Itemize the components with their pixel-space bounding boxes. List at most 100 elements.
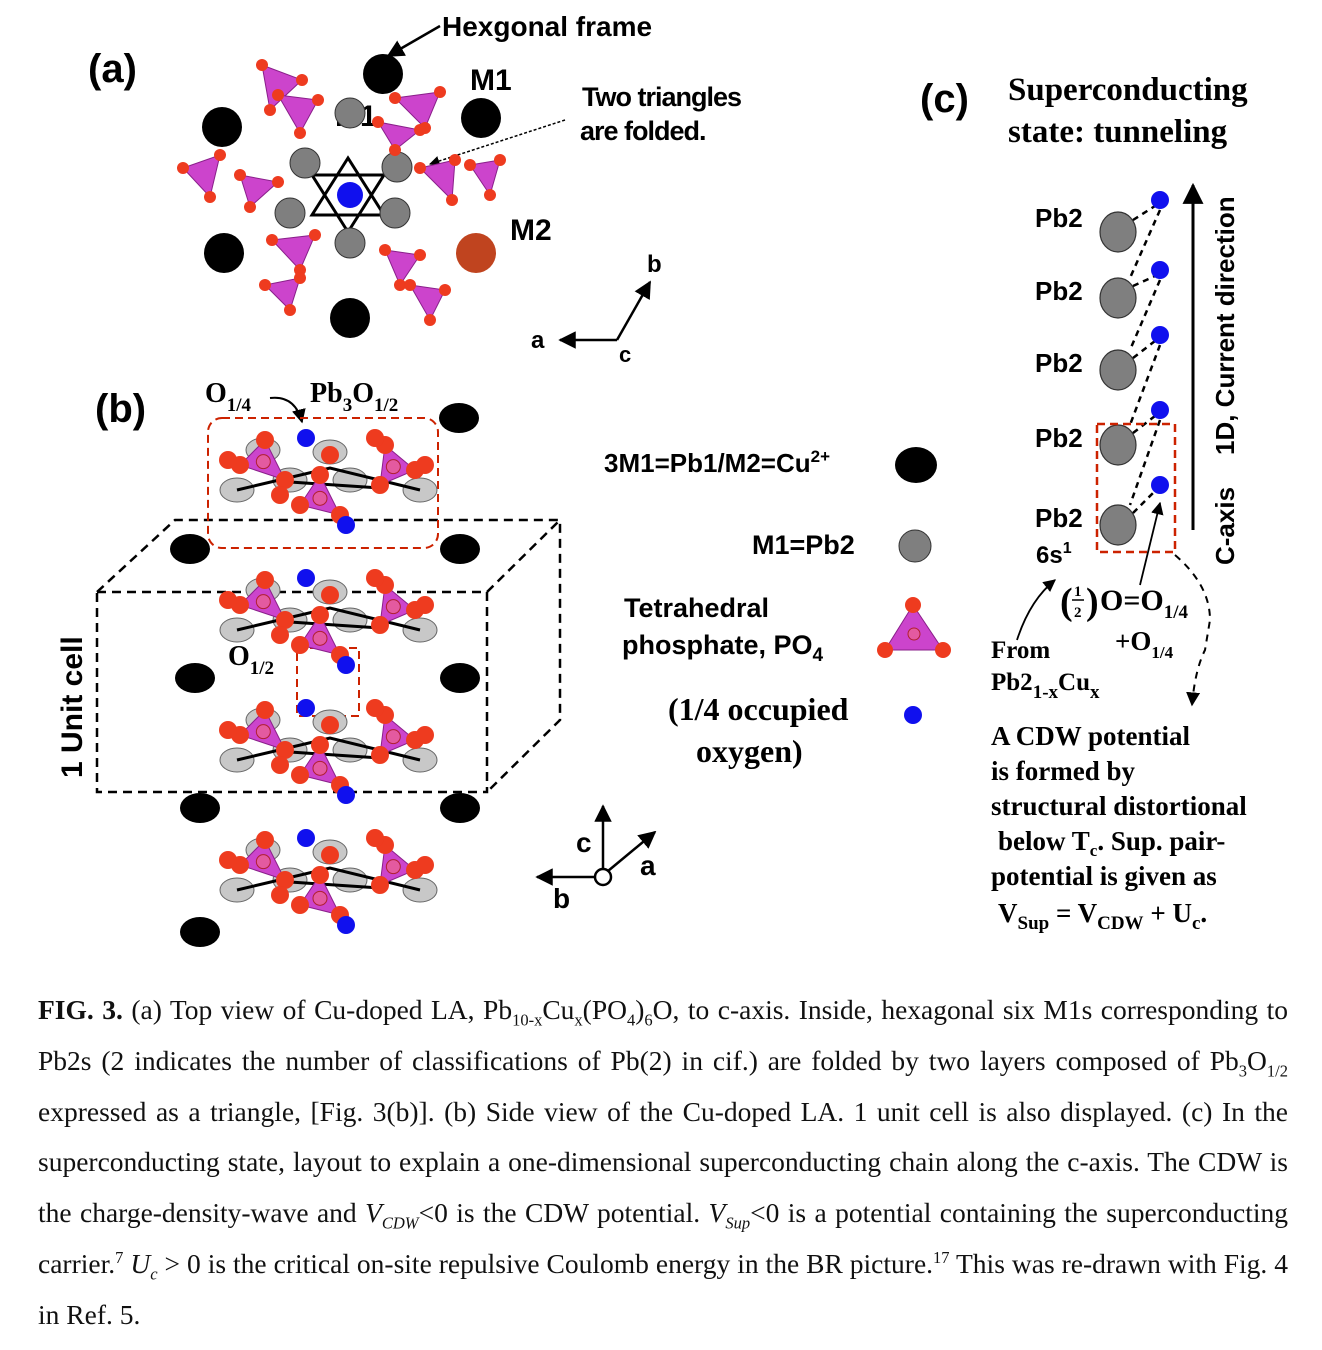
oxygen-atom [291, 496, 309, 514]
cdw-line2: is formed by [991, 756, 1135, 786]
pb3o-layer [219, 699, 438, 804]
oxygen-atom [394, 279, 406, 291]
oxygen-atom [276, 871, 294, 889]
oxygen-atom [416, 726, 434, 744]
pb2-label: Pb2 [1035, 276, 1083, 306]
figure-caption: FIG. 3. (a) Top view of Cu-doped LA, Pb1… [38, 994, 1289, 1330]
oxygen-atom [219, 451, 237, 469]
legend-tetra-icon [877, 597, 951, 658]
pb3o-group-box [207, 417, 439, 549]
svg-text:(: ( [1060, 581, 1073, 623]
pb3o-layer [219, 569, 438, 674]
six-s-label: 6s1 [1036, 540, 1072, 569]
oxygen-atom [416, 856, 434, 874]
pb1-atom [363, 54, 403, 94]
legend-tetra-line2: phosphate, PO4 [622, 630, 824, 666]
oxygen-atom [366, 569, 384, 587]
oxygen-atom [271, 756, 289, 774]
phosphorus-atom [312, 890, 328, 906]
oxygen-atom [416, 456, 434, 474]
phosphorus-atom [255, 724, 271, 740]
oxygen-atom [276, 471, 294, 489]
occupied-oxygen [1151, 476, 1169, 494]
unit-cell-label: 1 Unit cell [56, 636, 89, 778]
oxygen-atom [372, 116, 384, 128]
oxygen-atom [219, 721, 237, 739]
po4-triangles-a [182, 64, 501, 322]
oxygen-atom [271, 486, 289, 504]
phosphorus-atom [255, 454, 271, 470]
c-axis-label: C-axis [1210, 487, 1240, 565]
oxygen-atom [464, 159, 476, 171]
pb2-atom [1099, 504, 1137, 546]
half-o-expression: ( 1 2 ) O=O1/4 [1060, 581, 1189, 623]
oxygen-atom [366, 429, 384, 447]
oxygen-atom [276, 611, 294, 629]
oxygen-atom [256, 831, 274, 849]
plus-o-label: +O1/4 [1115, 626, 1174, 662]
oxygen-atom [271, 886, 289, 904]
phosphorus-atom [385, 859, 401, 875]
occupied-oxygen [1151, 326, 1169, 344]
legend-oxy-line2: oxygen) [696, 733, 803, 769]
oxygen-atom [311, 866, 329, 884]
oxygen-atom [309, 229, 321, 241]
panel-a-label: (a) [88, 47, 137, 91]
oxygen-atom [214, 149, 226, 161]
phosphorus-atom [255, 594, 271, 610]
phosphorus-atom [255, 854, 271, 870]
pb3o-layer [219, 429, 438, 534]
axis-b-a: b [647, 251, 662, 278]
cdw-line5: potential is given as [991, 861, 1217, 891]
oxygen-atom [234, 169, 246, 181]
oxygen-atom [276, 741, 294, 759]
o12-label: O1/2 [228, 641, 274, 679]
axis-c-b: c [576, 827, 592, 858]
oxygen-atom [272, 89, 284, 101]
oxygen-atom [379, 244, 391, 256]
oxygen-atom [256, 431, 274, 449]
panel-a: (a) Hexgonal frame M1 M1 M2 Two triangle… [88, 11, 742, 367]
oxygen-atom [244, 201, 256, 213]
oxygen-atom [256, 701, 274, 719]
pb2-atom [1099, 349, 1137, 391]
oxygen-atom [389, 144, 401, 156]
cdw-line4: below Tc. Sup. pair- [998, 826, 1225, 860]
oxygen-atom [311, 606, 329, 624]
vsup-equation: VSup = VCDW + Uc. [998, 898, 1207, 934]
oxygen-atom [404, 279, 416, 291]
folded-line1: Two triangles [582, 82, 741, 112]
panel-b-label: (b) [95, 387, 146, 431]
occupied-oxygen [337, 656, 355, 674]
pb2-label: Pb2 [1035, 503, 1083, 533]
pb2-atom [1099, 211, 1137, 253]
center-oxygen [337, 182, 363, 208]
phosphorus-atom [385, 459, 401, 475]
occupied-oxygen [1151, 401, 1169, 419]
po4-oxygens-a [177, 59, 506, 326]
m1-outer-label: M1 [470, 64, 512, 97]
oxygen-atom [294, 272, 306, 284]
oxygen-atom [266, 234, 278, 246]
oxygen-atom [371, 746, 389, 764]
current-direction: 1D, Current direction [1210, 196, 1240, 455]
oxygen-atom [321, 586, 339, 604]
occupied-oxygen [337, 516, 355, 534]
pb1-atom [204, 233, 244, 273]
occupied-oxygen [297, 829, 315, 847]
panel-c-title1: Superconducting [1008, 72, 1248, 108]
oxygen-atom [321, 846, 339, 864]
oxygen-atom [371, 876, 389, 894]
oxygen-atom [434, 86, 446, 98]
folded-line2: are folded. [580, 116, 706, 146]
oxygen-atom [321, 446, 339, 464]
oxygen-atom [414, 162, 426, 174]
oxygen-atom [291, 766, 309, 784]
oxygen-atom [439, 284, 451, 296]
oxygen-atom [284, 304, 296, 316]
occupied-oxygen [1151, 191, 1169, 209]
oxygen-atom [256, 571, 274, 589]
oxygen-atom [371, 476, 389, 494]
legend-oxy-icon [904, 706, 922, 724]
